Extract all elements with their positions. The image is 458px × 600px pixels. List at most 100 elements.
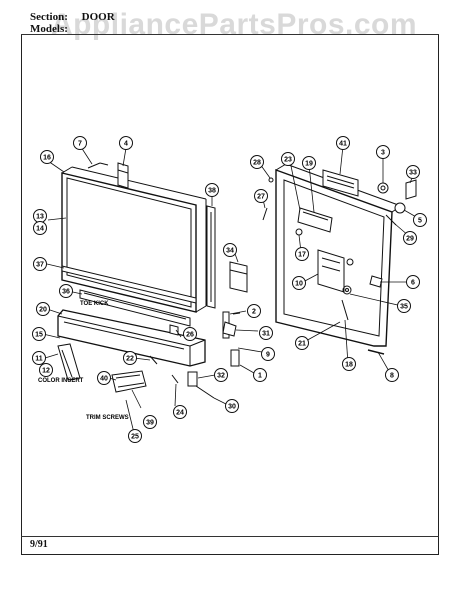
callout-number: 29 [406,236,414,243]
callout-number: 4 [124,141,128,148]
callout-circle [39,363,53,377]
callout-circle [32,351,46,365]
callout-number: 12 [42,368,50,375]
side-strip [206,205,216,309]
detergent-dispenser-lid [322,169,359,197]
callout-7: 7 [73,136,87,150]
hinge-bracket [117,162,129,189]
callout-36: 36 [59,284,73,298]
callout-circle [342,357,356,371]
callout-circle [33,221,47,235]
header-divider [21,34,439,35]
callout-number: 34 [226,248,234,255]
screw-22 [149,355,158,365]
callout-20: 20 [36,302,50,316]
callout-9: 9 [261,347,275,361]
screw-28 [268,177,274,183]
callout-15: 15 [32,327,46,341]
callout-number: 15 [35,332,43,339]
callout-37: 37 [33,257,47,271]
callout-41: 41 [336,136,350,150]
callout-number: 39 [146,420,154,427]
screw-27 [262,207,268,221]
callout-26: 26 [183,327,197,341]
callout-34: 34 [223,243,237,257]
callout-circle [59,284,73,298]
callout-number: 23 [284,157,292,164]
callout-number: 11 [35,356,43,363]
page-header: Section: DOOR Models: [30,11,115,35]
callout-number: 31 [262,331,270,338]
dispenser-cup [297,207,333,233]
section-value: DOOR [81,11,115,23]
callout-circle [403,231,417,245]
color-insert [57,343,81,381]
callout-10: 10 [292,276,306,290]
callout-circle [302,156,316,170]
callout-number: 10 [295,281,303,288]
callout-number: 30 [228,404,236,411]
callout-number: 1 [258,373,262,380]
callout-circle [295,247,309,261]
callout-number: 22 [126,356,134,363]
callout-11: 11 [32,351,46,365]
callout-number: 9 [266,352,270,359]
callout-circle [205,183,219,197]
callout-circle [336,136,350,150]
callout-circle [253,368,267,382]
callout-29: 29 [403,231,417,245]
callout-number: 38 [208,188,216,195]
dispenser-assembly [317,249,354,321]
callout-28: 28 [250,155,264,169]
callout-4: 4 [119,136,133,150]
callout-number: 35 [400,304,408,311]
hinge-pin [367,349,385,355]
models-label: Models: [30,23,68,35]
callout-22: 22 [123,351,137,365]
callout-number: 18 [345,362,353,369]
callout-circle [281,152,295,166]
callout-circle [214,368,228,382]
callout-circle [261,347,275,361]
callout-circle [173,405,187,419]
callout-number: 24 [176,410,184,417]
callout-circle [143,415,157,429]
lower-access-panel [57,309,206,367]
callout-circle [73,136,87,150]
callout-circle [385,368,399,382]
callout-32: 32 [214,368,228,382]
callout-3: 3 [376,145,390,159]
callout-circle [254,189,268,203]
callout-23: 23 [281,152,295,166]
callout-number: 28 [253,160,261,167]
callout-39: 39 [143,415,157,429]
callout-number: 26 [186,332,194,339]
callout-number: 14 [36,226,44,233]
callout-19: 19 [302,156,316,170]
callout-5: 5 [413,213,427,227]
plug [369,275,383,288]
callout-circle [250,155,264,169]
callout-2: 2 [247,304,261,318]
callout-circle [40,150,54,164]
callout-8: 8 [385,368,399,382]
panel-clip [169,324,179,336]
callout-27: 27 [254,189,268,203]
callout-17: 17 [295,247,309,261]
callout-circle [225,399,239,413]
toe-kick-label: TOE KICK [80,301,109,307]
callout-circle [128,429,142,443]
callout-number: 19 [305,161,313,168]
callout-number: 33 [409,170,417,177]
callout-number: 3 [381,150,385,157]
callout-24: 24 [173,405,187,419]
callout-33: 33 [406,165,420,179]
color-insert-label: COLOR INSERT [38,378,84,384]
callout-circle [97,371,111,385]
footer-divider [21,536,439,537]
callout-circle [247,304,261,318]
callout-12: 12 [39,363,53,377]
callout-number: 5 [418,218,422,225]
callout-circle [397,299,411,313]
